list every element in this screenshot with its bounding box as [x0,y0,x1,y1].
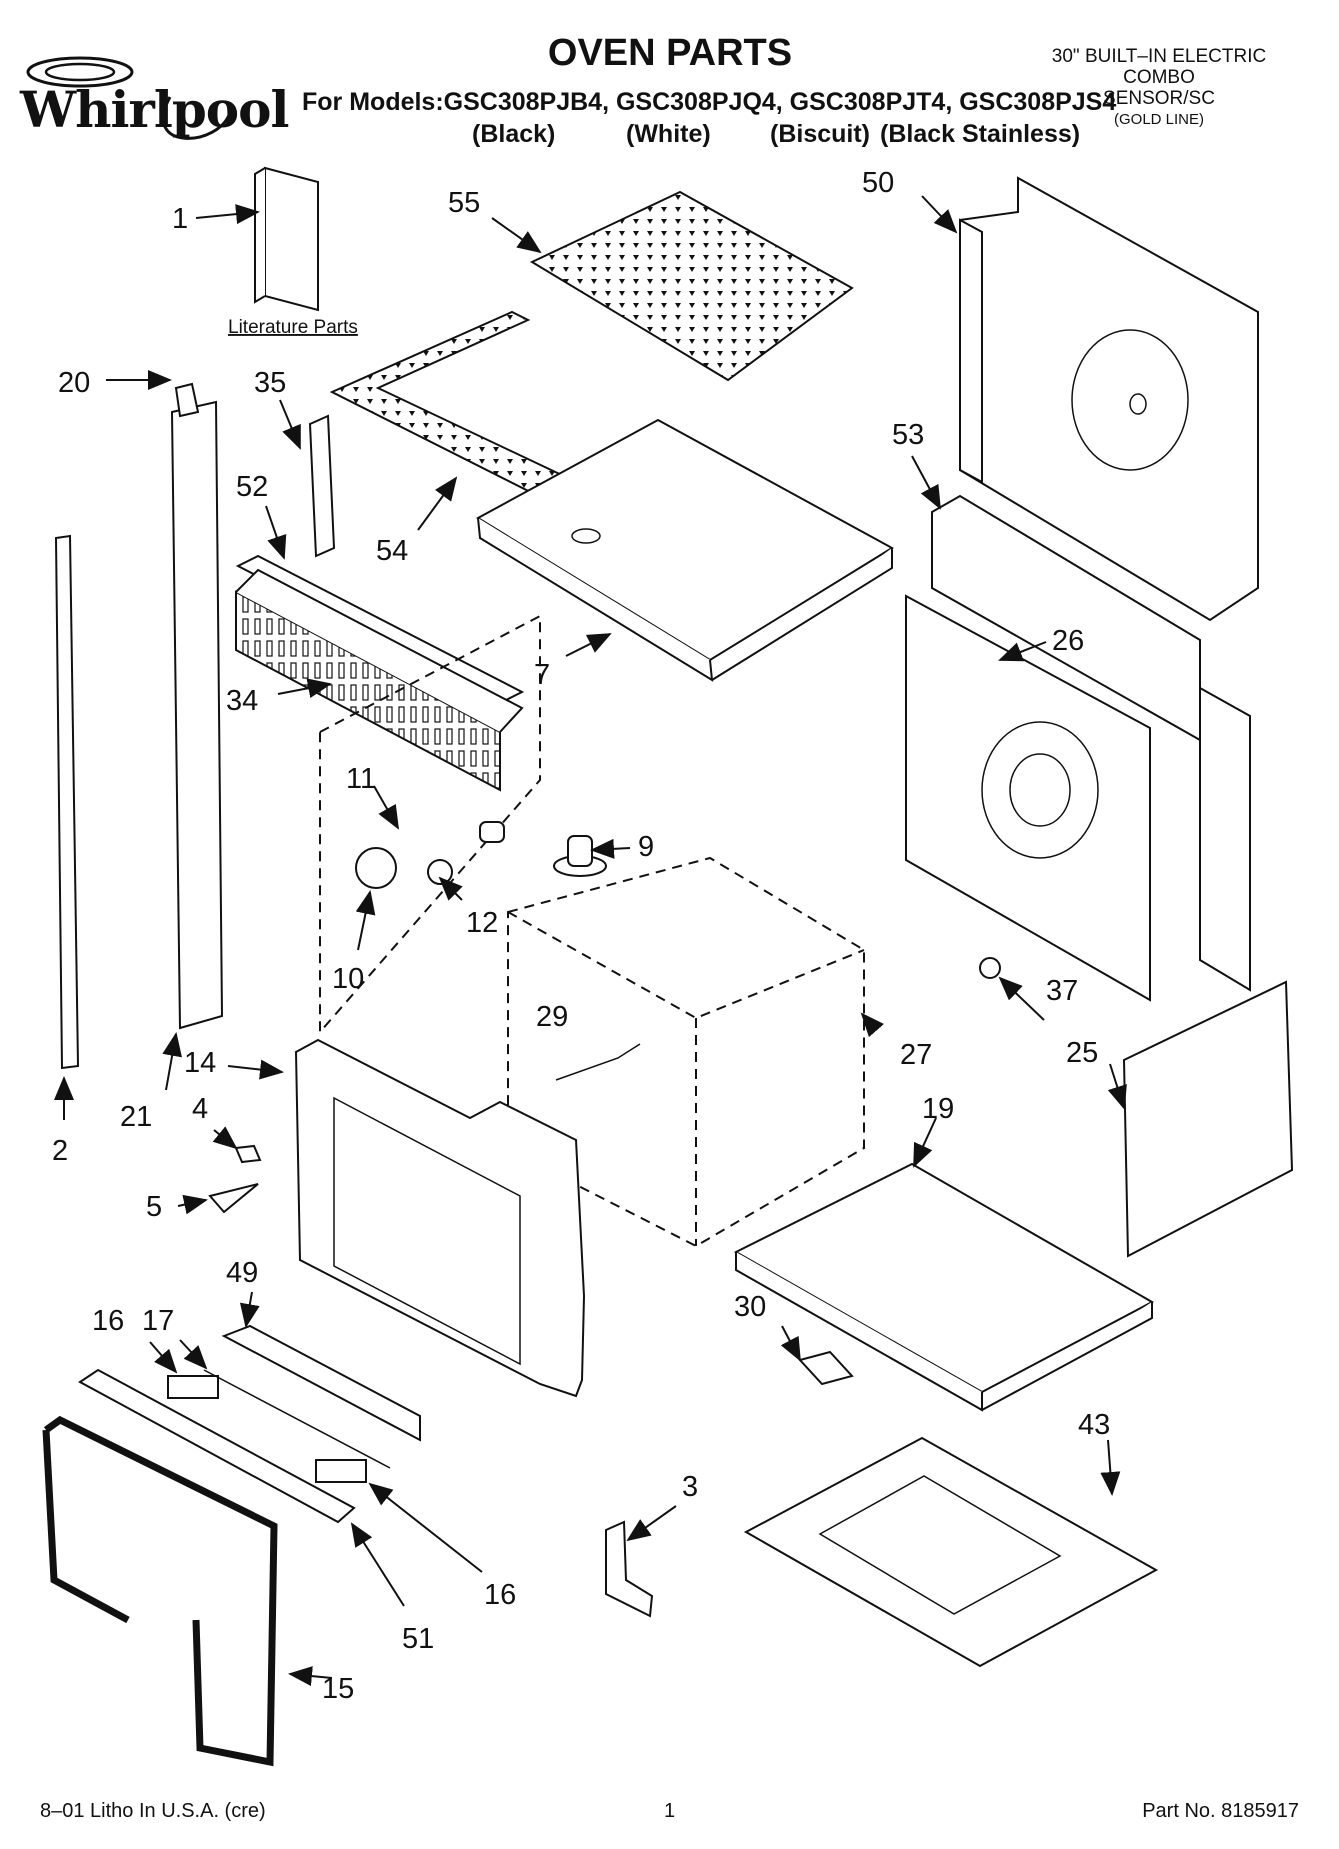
callout-15: 15 [322,1673,354,1705]
spec-block: 30" BUILT–IN ELECTRIC COMBO SENSOR/SC (G… [1019,46,1299,130]
callout-53: 53 [892,419,924,451]
part-door-gasket [42,1415,278,1767]
models-line: For Models:GSC308PJB4, GSC308PJQ4, GSC30… [302,88,1117,116]
callout-7: 7 [534,659,550,691]
part-lamp-socket [427,859,453,885]
part-screw [234,1144,262,1164]
callout-30: 30 [734,1291,766,1323]
callout-34: 34 [226,685,258,717]
callout-54: 54 [376,535,408,567]
callout-12: 12 [466,907,498,939]
callout-55: 55 [448,187,480,219]
callout-27: 27 [900,1039,932,1071]
spec-line: SENSOR/SC [1103,88,1215,109]
part-front-frame [294,1038,586,1398]
part-door-vent-trim [78,1368,356,1524]
part-bracket [208,1183,259,1214]
part-vent-grille [235,554,525,792]
callout-52: 52 [236,471,268,503]
callout-9: 9 [638,831,654,863]
part-literature [254,166,319,312]
part-bottom-tray [743,1436,1159,1668]
callout-5: 5 [146,1191,162,1223]
literature-parts-label: Literature Parts [228,317,358,338]
callout-2: 2 [52,1135,68,1167]
callout-10: 10 [332,963,364,995]
page-title: OVEN PARTS [547,32,793,74]
part-side-trim-left [54,534,80,1070]
callout-37: 37 [1046,975,1078,1007]
part-spacer-right [315,1459,367,1483]
spec-note: (GOLD LINE) [1113,111,1204,128]
color-black-stainless: (Black Stainless) [880,120,1081,148]
footer-page-number: 1 [664,1800,676,1822]
callout-26: 26 [1052,625,1084,657]
callout-numbers: 1 55 50 20 35 53 52 54 7 26 34 11 9 12 1… [52,167,1110,1705]
callout-16: 16 [92,1305,124,1337]
part-vent-duct [308,414,336,558]
callout-11: 11 [346,763,376,795]
whirlpool-logo: Whirlpool [20,42,289,152]
callout-25: 25 [1066,1037,1098,1069]
color-white: (White) [626,120,711,148]
callout-29: 29 [536,1001,568,1033]
callout-35: 35 [254,367,286,399]
callout-19: 19 [922,1093,954,1125]
spec-line: 30" BUILT–IN ELECTRIC [1051,46,1267,67]
part-spacer-left [167,1375,219,1399]
callout-1: 1 [172,203,188,235]
callout-16-lower: 16 [484,1579,516,1611]
part-trim-cap [174,382,200,418]
part-gasket-strip [203,1369,391,1469]
callout-21: 21 [120,1101,152,1133]
group-lamp-assembly [319,614,541,1035]
callout-43: 43 [1078,1409,1110,1441]
part-probe [555,1043,641,1081]
footer-part-number: Part No. 8185917 [1142,1800,1299,1822]
callout-20: 20 [58,367,90,399]
color-black: (Black) [472,120,556,148]
part-top-shield [476,418,894,682]
part-lamp-bulb [479,821,505,843]
footer-litho: 8–01 Litho In U.S.A. (cre) [40,1800,266,1822]
callout-50: 50 [862,167,894,199]
callout-49: 49 [226,1257,258,1289]
brand-name: Whirlpool [20,80,289,139]
callout-4: 4 [192,1093,208,1125]
part-small-bracket [798,1350,854,1386]
part-bottom-shield [733,1162,1155,1412]
part-convection-plate [905,594,1251,1002]
spec-line: COMBO [1123,67,1195,88]
leader-arrows [54,195,1127,1687]
logo-swirl-icon [26,56,232,140]
callout-51: 51 [402,1623,434,1655]
part-lamp-lens [355,847,397,889]
callout-17: 17 [142,1305,174,1337]
color-biscuit: (Biscuit) [770,120,870,148]
callout-14: 14 [184,1047,216,1079]
callout-3: 3 [682,1471,698,1503]
part-hinge-bracket [605,1520,654,1618]
part-side-trim-right [170,400,224,1030]
part-rear-panel [959,176,1259,622]
part-side-panel [1122,980,1294,1258]
part-sensor [979,957,1001,979]
part-trim-bar [221,1324,421,1442]
part-oven-sensor [553,835,607,877]
part-insulation-top [529,190,854,382]
